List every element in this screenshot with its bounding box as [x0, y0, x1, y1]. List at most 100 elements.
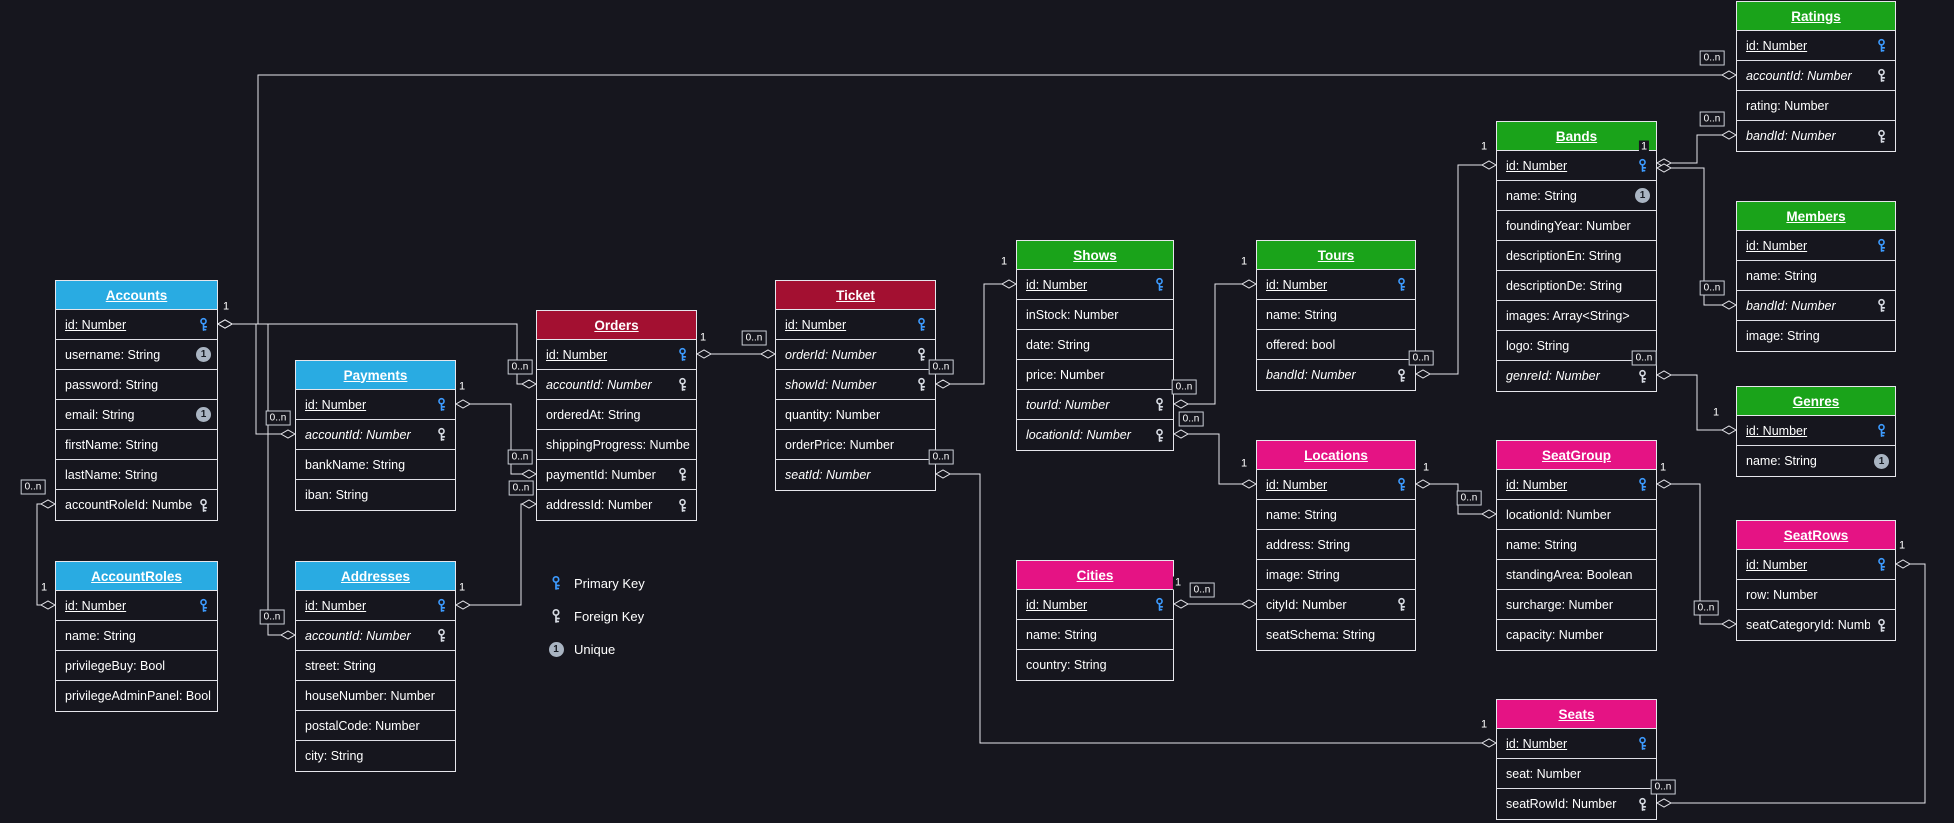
field-row-accountid[interactable]: accountId: Number [537, 370, 696, 400]
field-row-price[interactable]: price: Number [1017, 360, 1173, 390]
field-row-name[interactable]: name: String [1497, 530, 1656, 560]
field-row-country[interactable]: country: String [1017, 650, 1173, 680]
field-row-postalcode[interactable]: postalCode: Number [296, 711, 455, 741]
field-row-privilegebuy[interactable]: privilegeBuy: Bool [56, 651, 217, 681]
field-row-id[interactable]: id: Number [1257, 470, 1415, 500]
field-row-firstname[interactable]: firstName: String [56, 430, 217, 460]
field-row-cityid[interactable]: cityId: Number [1257, 590, 1415, 620]
field-row-id[interactable]: id: Number [56, 310, 217, 340]
field-row-id[interactable]: id: Number [776, 310, 935, 340]
field-row-seatrowid[interactable]: seatRowId: Number [1497, 789, 1656, 819]
relationship-bands-genres[interactable] [1657, 374, 1736, 431]
field-row-descriptionde[interactable]: descriptionDe: String [1497, 271, 1656, 301]
field-row-id[interactable]: id: Number [1257, 270, 1415, 300]
table-title-accountroles[interactable]: AccountRoles [56, 562, 217, 591]
field-row-housenumber[interactable]: houseNumber: Number [296, 681, 455, 711]
field-row-name[interactable]: name: String [1257, 500, 1415, 530]
relationship-ticket-shows[interactable] [936, 283, 1016, 385]
relationship-bands-members[interactable] [1657, 167, 1736, 306]
field-row-locationid[interactable]: locationId: Number [1497, 500, 1656, 530]
field-row-foundingyear[interactable]: foundingYear: Number [1497, 211, 1656, 241]
field-row-descriptionen[interactable]: descriptionEn: String [1497, 241, 1656, 271]
field-row-id[interactable]: id: Number [1497, 729, 1656, 759]
table-title-seats[interactable]: Seats [1497, 700, 1656, 729]
field-row-id[interactable]: id: Number [1737, 31, 1895, 61]
field-row-id[interactable]: id: Number [56, 591, 217, 621]
table-title-bands[interactable]: Bands [1497, 122, 1656, 151]
table-title-orders[interactable]: Orders [537, 311, 696, 340]
relationship-seatgroup-seatrows[interactable] [1657, 483, 1736, 625]
field-row-standingarea[interactable]: standingArea: Boolean [1497, 560, 1656, 590]
table-title-payments[interactable]: Payments [296, 361, 455, 390]
field-row-row[interactable]: row: Number [1737, 580, 1895, 610]
field-row-seat[interactable]: seat: Number [1497, 759, 1656, 789]
table-title-seatrows[interactable]: SeatRows [1737, 521, 1895, 550]
field-row-accountid[interactable]: accountId: Number [1737, 61, 1895, 91]
field-row-paymentid[interactable]: paymentId: Number [537, 460, 696, 490]
field-row-name[interactable]: name: String [1257, 300, 1415, 330]
field-row-city[interactable]: city: String [296, 741, 455, 771]
table-title-members[interactable]: Members [1737, 202, 1895, 231]
field-row-id[interactable]: id: Number [1497, 470, 1656, 500]
field-row-image[interactable]: image: String [1737, 321, 1895, 351]
field-row-bandid[interactable]: bandId: Number [1737, 121, 1895, 151]
field-row-id[interactable]: id: Number [296, 591, 455, 621]
table-title-genres[interactable]: Genres [1737, 387, 1895, 416]
field-row-iban[interactable]: iban: String [296, 480, 455, 510]
table-title-addresses[interactable]: Addresses [296, 562, 455, 591]
field-row-id[interactable]: id: Number [1017, 590, 1173, 620]
table-title-tours[interactable]: Tours [1257, 241, 1415, 270]
field-row-id[interactable]: id: Number [1017, 270, 1173, 300]
field-row-logo[interactable]: logo: String [1497, 331, 1656, 361]
field-row-shippingprogress[interactable]: shippingProgress: Number [537, 430, 696, 460]
field-row-orderprice[interactable]: orderPrice: Number [776, 430, 935, 460]
relationship-shows-tours[interactable] [1174, 283, 1256, 405]
field-row-quantity[interactable]: quantity: Number [776, 400, 935, 430]
field-row-images[interactable]: images: Array<String> [1497, 301, 1656, 331]
relationship-orders-addresses[interactable] [456, 503, 536, 606]
table-title-cities[interactable]: Cities [1017, 561, 1173, 590]
field-row-seatid[interactable]: seatId: Number [776, 460, 935, 490]
field-row-seatcategoryid[interactable]: seatCategoryId: Number [1737, 610, 1895, 640]
field-row-capacity[interactable]: capacity: Number [1497, 620, 1656, 650]
relationship-tours-bands[interactable] [1416, 164, 1496, 375]
field-row-address[interactable]: address: String [1257, 530, 1415, 560]
table-title-ratings[interactable]: Ratings [1737, 2, 1895, 31]
field-row-id[interactable]: id: Number [1737, 231, 1895, 261]
table-title-ticket[interactable]: Ticket [776, 281, 935, 310]
field-row-bandid[interactable]: bandId: Number [1257, 360, 1415, 390]
field-row-tourid[interactable]: tourId: Number [1017, 390, 1173, 420]
field-row-password[interactable]: password: String [56, 370, 217, 400]
table-title-accounts[interactable]: Accounts [56, 281, 217, 310]
relationship-shows-locations[interactable] [1174, 433, 1256, 485]
field-row-name[interactable]: name: String [1017, 620, 1173, 650]
field-row-name[interactable]: name: String [56, 621, 217, 651]
field-row-addressid[interactable]: addressId: Number [537, 490, 696, 520]
field-row-locationid[interactable]: locationId: Number [1017, 420, 1173, 450]
field-row-accountid[interactable]: accountId: Number [296, 621, 455, 651]
field-row-name[interactable]: name: String [1737, 261, 1895, 291]
relationship-ticket-seats[interactable] [936, 473, 1496, 744]
field-row-id[interactable]: id: Number [296, 390, 455, 420]
table-title-locations[interactable]: Locations [1257, 441, 1415, 470]
field-row-accountid[interactable]: accountId: Number [296, 420, 455, 450]
field-row-id[interactable]: id: Number [537, 340, 696, 370]
